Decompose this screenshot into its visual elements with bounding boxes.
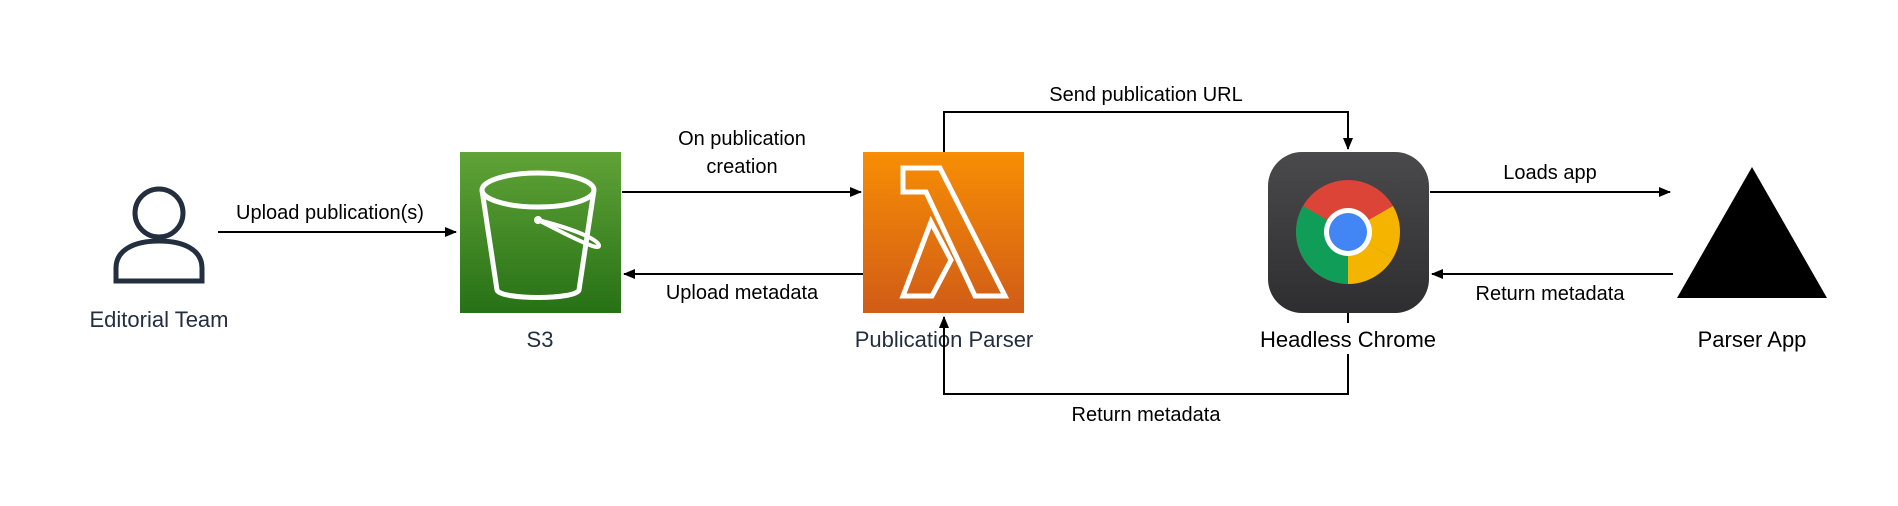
- edge-label-return-metadata-app: Return metadata: [1476, 283, 1626, 305]
- edge-loads-app: Loads app: [1430, 162, 1671, 197]
- user-icon: [113, 186, 205, 284]
- editorial-team-label: Editorial Team: [90, 307, 229, 332]
- edge-on-publication-creation: On publication creation: [622, 128, 862, 197]
- s3-tile: [460, 152, 621, 313]
- s3-node: S3: [460, 152, 621, 352]
- editorial-team-node: Editorial Team: [90, 186, 229, 332]
- publication-parser-node: Publication Parser: [855, 152, 1033, 352]
- edge-label-loads-app: Loads app: [1503, 162, 1596, 184]
- edge-label-upload-publications: Upload publication(s): [236, 202, 424, 224]
- arrow-return-metadata-chrome: [939, 316, 1349, 395]
- edge-return-metadata-chrome: Return metadata: [939, 313, 1349, 426]
- s3-label: S3: [527, 327, 554, 352]
- triangle-logo-icon: [1677, 167, 1827, 298]
- edge-label-return-metadata-chrome: Return metadata: [1072, 404, 1222, 426]
- edge-upload-metadata: Upload metadata: [623, 269, 863, 304]
- parser-app-node: Parser App: [1677, 167, 1827, 352]
- edge-label-on-publication-line1: On publication: [678, 128, 806, 150]
- headless-chrome-node: Headless Chrome: [1260, 152, 1436, 352]
- edge-return-metadata-app: Return metadata: [1431, 269, 1673, 305]
- arrow-send-publication-url: [943, 111, 1353, 152]
- edge-label-send-publication-url: Send publication URL: [1049, 84, 1242, 106]
- lambda-icon: [899, 165, 1010, 299]
- edge-send-publication-url: Send publication URL: [943, 84, 1353, 152]
- chrome-icon: [1296, 180, 1400, 284]
- edge-upload-publications: Upload publication(s): [218, 202, 457, 237]
- s3-bucket-icon: [479, 170, 601, 300]
- parser-app-label: Parser App: [1698, 327, 1807, 352]
- edge-label-upload-metadata: Upload metadata: [666, 282, 819, 304]
- headless-chrome-label: Headless Chrome: [1260, 327, 1436, 352]
- edge-label-on-publication-line2: creation: [706, 156, 777, 178]
